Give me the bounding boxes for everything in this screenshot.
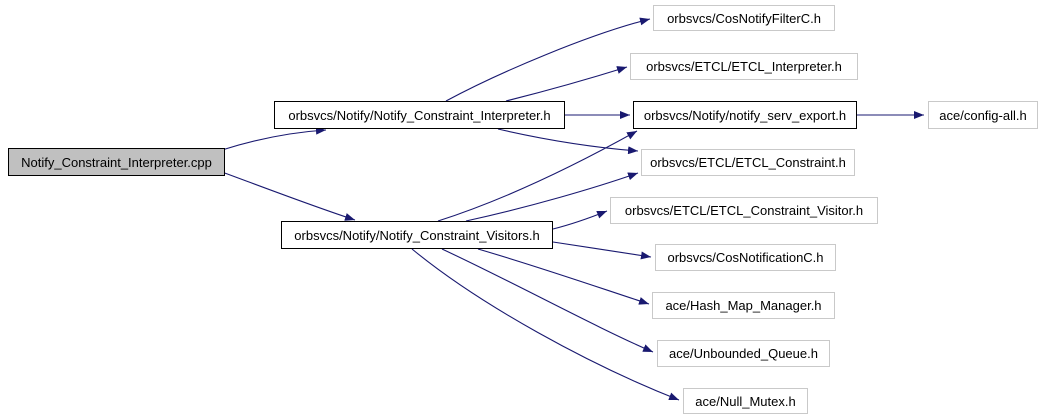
edge-interpreter-to-etcl-constraint [497, 128, 639, 155]
node-config-all-h: ace/config-all.h [928, 101, 1038, 129]
node-notify-serv-export-h[interactable]: orbsvcs/Notify/notify_serv_export.h [633, 101, 857, 129]
node-unbounded-queue-h: ace/Unbounded_Queue.h [657, 340, 830, 367]
edge-root-to-visitors [221, 171, 356, 221]
edge-visitors-to-serv-export [437, 130, 638, 222]
node-cosnotifyfilterc-h: orbsvcs/CosNotifyFilterC.h [653, 5, 835, 31]
node-null-mutex-h: ace/Null_Mutex.h [683, 388, 808, 414]
node-notify-constraint-interpreter-h[interactable]: orbsvcs/Notify/Notify_Constraint_Interpr… [274, 101, 565, 129]
edge-visitors-to-constraint-visitor [552, 210, 608, 230]
node-hash-map-manager-h: ace/Hash_Map_Manager.h [652, 292, 835, 319]
node-notify-constraint-visitors-h[interactable]: orbsvcs/Notify/Notify_Constraint_Visitor… [281, 221, 553, 249]
edge-visitors-to-unbounded-queue [441, 248, 654, 353]
edge-interpreter-to-cosnotifyfilter [445, 17, 651, 102]
edge-interpreter-to-etcl-interpreter [505, 66, 628, 102]
node-etcl-constraint-h: orbsvcs/ETCL/ETCL_Constraint.h [641, 149, 855, 176]
node-etcl-constraint-visitor-h: orbsvcs/ETCL/ETCL_Constraint_Visitor.h [610, 197, 878, 224]
edge-visitors-to-cosnotification [552, 241, 652, 260]
edge-root-to-interpreter [221, 126, 327, 151]
edge-visitors-to-null-mutex [411, 248, 680, 401]
node-etcl-interpreter-h: orbsvcs/ETCL/ETCL_Interpreter.h [630, 53, 858, 80]
edge-visitors-to-etcl-constraint [465, 172, 639, 222]
node-cosnotificationc-h: orbsvcs/CosNotificationC.h [655, 244, 836, 271]
node-notify-constraint-interpreter-cpp: Notify_Constraint_Interpreter.cpp [8, 148, 225, 176]
edge-visitors-to-hash-map [477, 248, 650, 305]
